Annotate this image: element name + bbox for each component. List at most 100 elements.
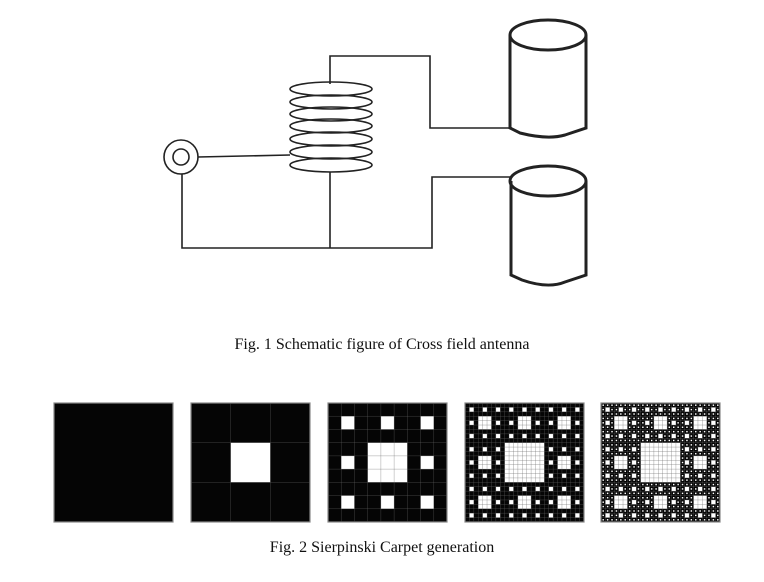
carpet-hole bbox=[699, 483, 701, 486]
carpet-hole bbox=[708, 444, 710, 446]
carpet-hole bbox=[606, 470, 609, 473]
carpet-hole bbox=[615, 413, 618, 415]
carpet-hole bbox=[642, 426, 644, 428]
carpet-hole bbox=[615, 439, 618, 442]
carpet-hole bbox=[618, 433, 624, 439]
carpet-hole bbox=[684, 420, 690, 426]
carpet-hole bbox=[708, 514, 710, 517]
carpet-hole bbox=[615, 448, 618, 451]
carpet-hole bbox=[618, 473, 624, 478]
carpet-hole bbox=[602, 408, 604, 411]
carpet-hole bbox=[628, 404, 631, 406]
carpet-hole bbox=[628, 448, 631, 451]
carpet-hole bbox=[646, 497, 649, 499]
carpet-hole bbox=[659, 492, 662, 495]
carpet-hole bbox=[703, 483, 706, 486]
carpet-hole bbox=[637, 488, 640, 490]
carpet-hole bbox=[642, 501, 644, 503]
carpet-hole bbox=[717, 404, 719, 406]
carpet-hole bbox=[703, 514, 706, 517]
carpet-hole bbox=[618, 513, 624, 518]
carpet-hole bbox=[535, 513, 540, 518]
carpet-hole bbox=[703, 408, 706, 411]
carpet-square bbox=[53, 402, 174, 523]
carpet-hole bbox=[703, 470, 706, 473]
carpet-hole bbox=[717, 514, 719, 517]
carpet-hole bbox=[711, 460, 716, 465]
carpet-hole bbox=[686, 413, 688, 415]
carpet-hole bbox=[668, 422, 671, 424]
carpet-hole bbox=[615, 444, 618, 446]
carpet-hole bbox=[645, 420, 650, 426]
carpet-hole bbox=[637, 417, 640, 420]
carpet-hole bbox=[611, 474, 613, 477]
carpet-hole bbox=[664, 435, 666, 437]
carpet-hole bbox=[672, 510, 675, 512]
carpet-hole bbox=[637, 404, 640, 406]
carpet-hole bbox=[695, 448, 697, 451]
carpet-hole bbox=[690, 404, 693, 406]
carpet-hole bbox=[633, 505, 635, 508]
carpet-hole bbox=[642, 497, 644, 499]
carpet-hole bbox=[624, 452, 626, 455]
carpet-hole bbox=[548, 433, 554, 439]
carpet-hole bbox=[699, 479, 701, 481]
carpet-hole bbox=[668, 492, 671, 495]
carpet-hole bbox=[664, 404, 666, 406]
carpet-hole bbox=[668, 439, 671, 442]
carpet-hole bbox=[605, 460, 610, 465]
carpet-hole bbox=[561, 513, 567, 518]
carpet-hole bbox=[631, 460, 637, 465]
carpet-hole bbox=[655, 488, 657, 490]
carpet-hole bbox=[602, 466, 604, 468]
carpet-hole bbox=[615, 430, 618, 433]
carpet-hole bbox=[672, 413, 675, 415]
carpet-hole bbox=[548, 420, 554, 426]
carpet-hole bbox=[602, 488, 604, 490]
carpet-hole bbox=[650, 435, 653, 437]
carpet-hole bbox=[697, 513, 703, 518]
carpet-hole bbox=[482, 407, 488, 412]
carpet-hole bbox=[509, 433, 514, 439]
carpet-hole bbox=[614, 455, 628, 470]
carpet-hole bbox=[380, 416, 395, 430]
carpet-hole bbox=[668, 497, 671, 499]
carpet-hole bbox=[672, 519, 675, 521]
carpet-hole bbox=[637, 492, 640, 495]
carpet-hole bbox=[717, 422, 719, 424]
carpet-hole bbox=[695, 430, 697, 433]
carpet-hole bbox=[606, 444, 609, 446]
carpet-hole bbox=[690, 439, 693, 442]
carpet-hole bbox=[509, 407, 514, 412]
carpet-hole bbox=[633, 483, 635, 486]
carpet-hole bbox=[686, 466, 688, 468]
carpet-hole bbox=[690, 501, 693, 503]
carpet-hole bbox=[681, 470, 684, 473]
carpet-hole bbox=[620, 479, 622, 481]
carpet-hole bbox=[602, 483, 604, 486]
carpet-hole bbox=[717, 439, 719, 442]
carpet-hole bbox=[690, 413, 693, 415]
carpet-hole bbox=[615, 435, 618, 437]
carpet-hole bbox=[681, 488, 684, 490]
carpet-hole bbox=[681, 514, 684, 517]
carpet-hole bbox=[712, 404, 715, 406]
carpet-hole bbox=[672, 492, 675, 495]
carpet-hole bbox=[615, 404, 618, 406]
carpet-hole bbox=[642, 488, 644, 490]
carpet-hole bbox=[602, 439, 604, 442]
carpet-hole bbox=[628, 510, 631, 512]
carpet-hole bbox=[697, 433, 703, 439]
carpet-hole bbox=[672, 426, 675, 428]
carpet-hole bbox=[717, 501, 719, 503]
carpet-hole bbox=[697, 407, 703, 412]
carpet-hole bbox=[628, 483, 631, 486]
carpet-hole bbox=[690, 519, 693, 521]
carpet-hole bbox=[640, 442, 681, 483]
carpet-hole bbox=[677, 408, 679, 411]
carpet-hole bbox=[655, 483, 657, 486]
carpet-hole bbox=[606, 417, 609, 420]
carpet-hole bbox=[624, 479, 626, 481]
carpet-hole bbox=[686, 457, 688, 459]
carpet-hole bbox=[469, 447, 474, 452]
